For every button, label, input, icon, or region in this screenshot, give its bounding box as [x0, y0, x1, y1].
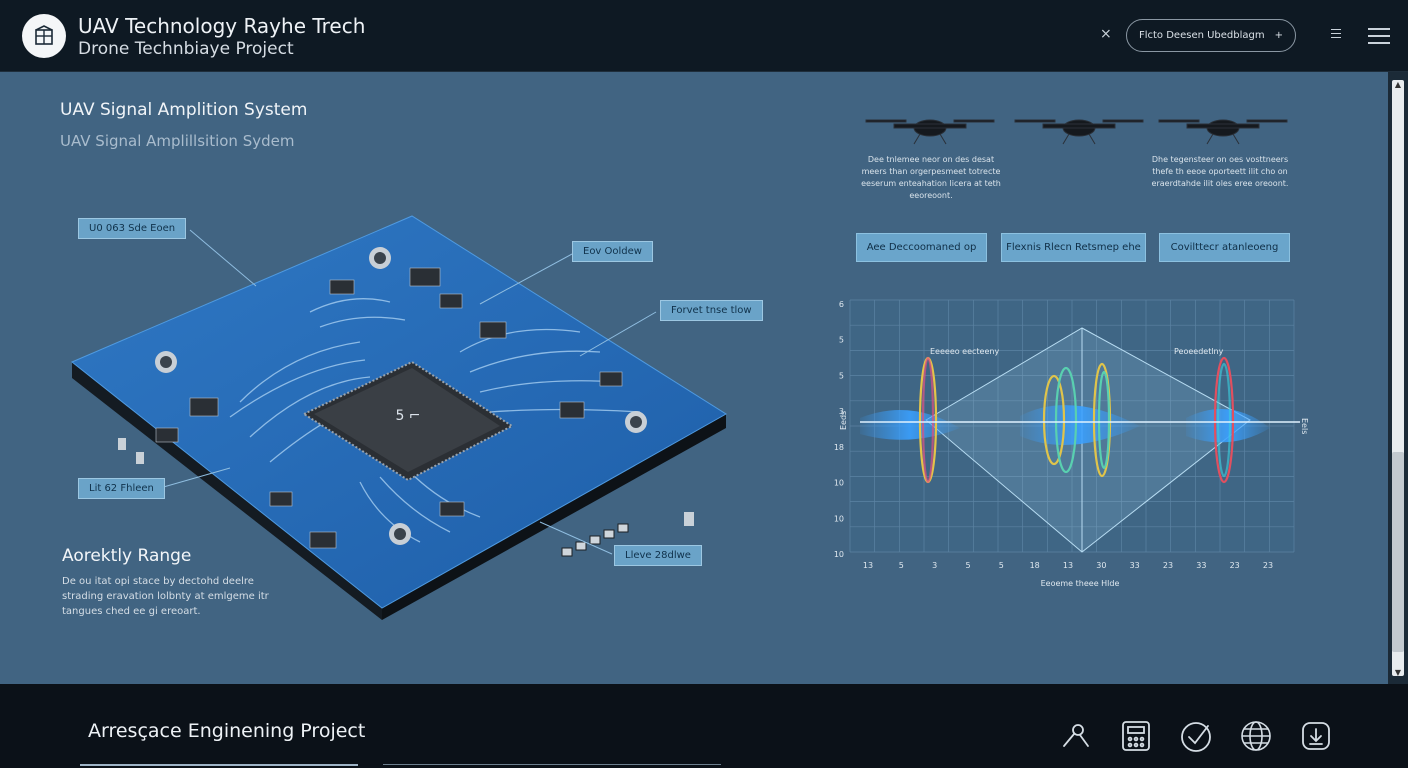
section-title: UAV Signal Amplition System	[60, 100, 308, 120]
chart-signal-rings	[918, 356, 1235, 484]
chart-x-ticks: 13 5 3 5 5 18 13 30 33 23 33 23 23	[863, 561, 1273, 570]
x-tick-label: 13	[863, 561, 873, 570]
tab-button-1[interactable]: Aee Deccoomaned op	[856, 233, 987, 262]
app-subtitle: Drone Technbiaye Project	[78, 39, 294, 59]
globe-icon[interactable]	[1238, 718, 1274, 754]
chart-annotation-left: Eeeeeo eecteeny	[930, 347, 999, 356]
hamburger-menu-icon[interactable]	[1368, 28, 1390, 44]
footer-tab-underline-active[interactable]	[80, 764, 358, 768]
chart-left-axis-label: Eeds	[839, 411, 848, 430]
callout-label-4: Lit 62 Fhleen	[78, 478, 165, 499]
y-tick-label: 18	[834, 443, 844, 452]
chart-annotation-right: Peoeedetlny	[1174, 347, 1224, 356]
x-tick-label: 3	[932, 561, 937, 570]
calculator-icon[interactable]	[1118, 718, 1154, 754]
plus-icon: +	[1274, 30, 1284, 41]
download-icon[interactable]	[1298, 718, 1334, 754]
pcb-illustration: 5 ⌐	[71, 215, 727, 620]
scrollbar-thumb[interactable]	[1392, 452, 1404, 652]
tool-icon[interactable]	[1058, 718, 1094, 754]
signal-chart: Eeeeeo eecteeny Peoeedetlny Eeds Eels Ee…	[834, 299, 1309, 588]
close-icon[interactable]: ⨯	[1100, 26, 1112, 42]
range-title: Aorektly Range	[62, 546, 192, 566]
mounting-holes	[155, 247, 647, 545]
scroll-up-icon[interactable]: ▲	[1394, 80, 1402, 89]
x-tick-label: 5	[899, 561, 904, 570]
footer-tab-underline[interactable]	[383, 764, 721, 768]
main-panel: UAV Signal Amplition System UAV Signal A…	[0, 72, 1388, 684]
app-header: UAV Technology Rayhe Trech Drone Technbi…	[0, 0, 1408, 72]
side-ports	[118, 438, 694, 526]
y-tick-label: 10	[834, 514, 844, 523]
x-tick-label: 23	[1263, 561, 1273, 570]
x-tick-label: 33	[1196, 561, 1206, 570]
chart-x-axis-label: Eeoeme theee Hlde	[1041, 579, 1120, 588]
callout-label-5: Lleve 28dlwe	[614, 545, 702, 566]
chip-label: 5 ⌐	[395, 408, 420, 424]
x-tick-label: 30	[1096, 561, 1106, 570]
chart-y-ticks: 6 5 5 3 18 10 10 10	[834, 300, 844, 559]
callout-label-2: Eov Ooldew	[572, 241, 653, 262]
check-circle-icon[interactable]	[1178, 718, 1214, 754]
x-tick-label: 5	[999, 561, 1004, 570]
x-tick-label: 5	[965, 561, 970, 570]
y-tick-label: 6	[839, 300, 844, 309]
header-pill-button[interactable]: Flcto Deesen Ubedblagm +	[1126, 19, 1296, 52]
y-tick-label: 10	[834, 479, 844, 488]
x-tick-label: 33	[1130, 561, 1140, 570]
x-tick-label: 23	[1163, 561, 1173, 570]
y-tick-label: 5	[839, 371, 844, 380]
footer: Arresçace Enginening Project	[0, 684, 1408, 768]
section-subtitle: UAV Signal Amplillsition Sydem	[60, 132, 295, 150]
drone-icon	[865, 119, 995, 145]
y-tick-label: 10	[834, 550, 844, 559]
drone-description-left: Dee tnlemee neor on des desat meers than…	[861, 155, 1001, 200]
footer-title: Arresçace Enginening Project	[88, 720, 366, 742]
pin-header	[561, 523, 629, 557]
building-logo-icon[interactable]	[22, 14, 66, 58]
pcb-components	[155, 267, 623, 549]
x-tick-label: 23	[1230, 561, 1240, 570]
scrollbar[interactable]: ▲ ▼	[1388, 72, 1408, 684]
tab-button-3[interactable]: Covilttecr atanleoeng	[1159, 233, 1290, 262]
list-icon[interactable]	[1331, 29, 1341, 39]
callout-label-1: U0 063 Sde Eoen	[78, 218, 187, 239]
header-pill-label: Flcto Deesen Ubedblagm	[1138, 30, 1265, 41]
y-tick-label: 3	[839, 407, 844, 416]
x-tick-label: 18	[1030, 561, 1040, 570]
drone-icon	[1158, 119, 1288, 145]
drone-description-right: Dhe tegensteer on oes vosttneers thefe t…	[1151, 155, 1289, 188]
callout-leaders	[159, 229, 657, 555]
callout-label-3: Forvet tnse tlow	[660, 300, 763, 321]
y-tick-label: 5	[839, 336, 844, 345]
x-tick-label: 13	[1063, 561, 1073, 570]
drone-icon	[1014, 119, 1144, 145]
scroll-down-icon[interactable]: ▼	[1394, 668, 1402, 677]
range-description: De ou itat opi stace by dectohd deelre s…	[62, 576, 269, 617]
app-title: UAV Technology Rayhe Trech	[78, 14, 366, 38]
building-icon	[35, 25, 53, 45]
chart-right-axis-label: Eels	[1300, 418, 1309, 434]
main-chip-top	[314, 368, 500, 472]
pcb-edge-right	[382, 414, 726, 620]
tab-button-2[interactable]: Flexnis Rlecn Retsmep ehe	[1001, 233, 1146, 262]
